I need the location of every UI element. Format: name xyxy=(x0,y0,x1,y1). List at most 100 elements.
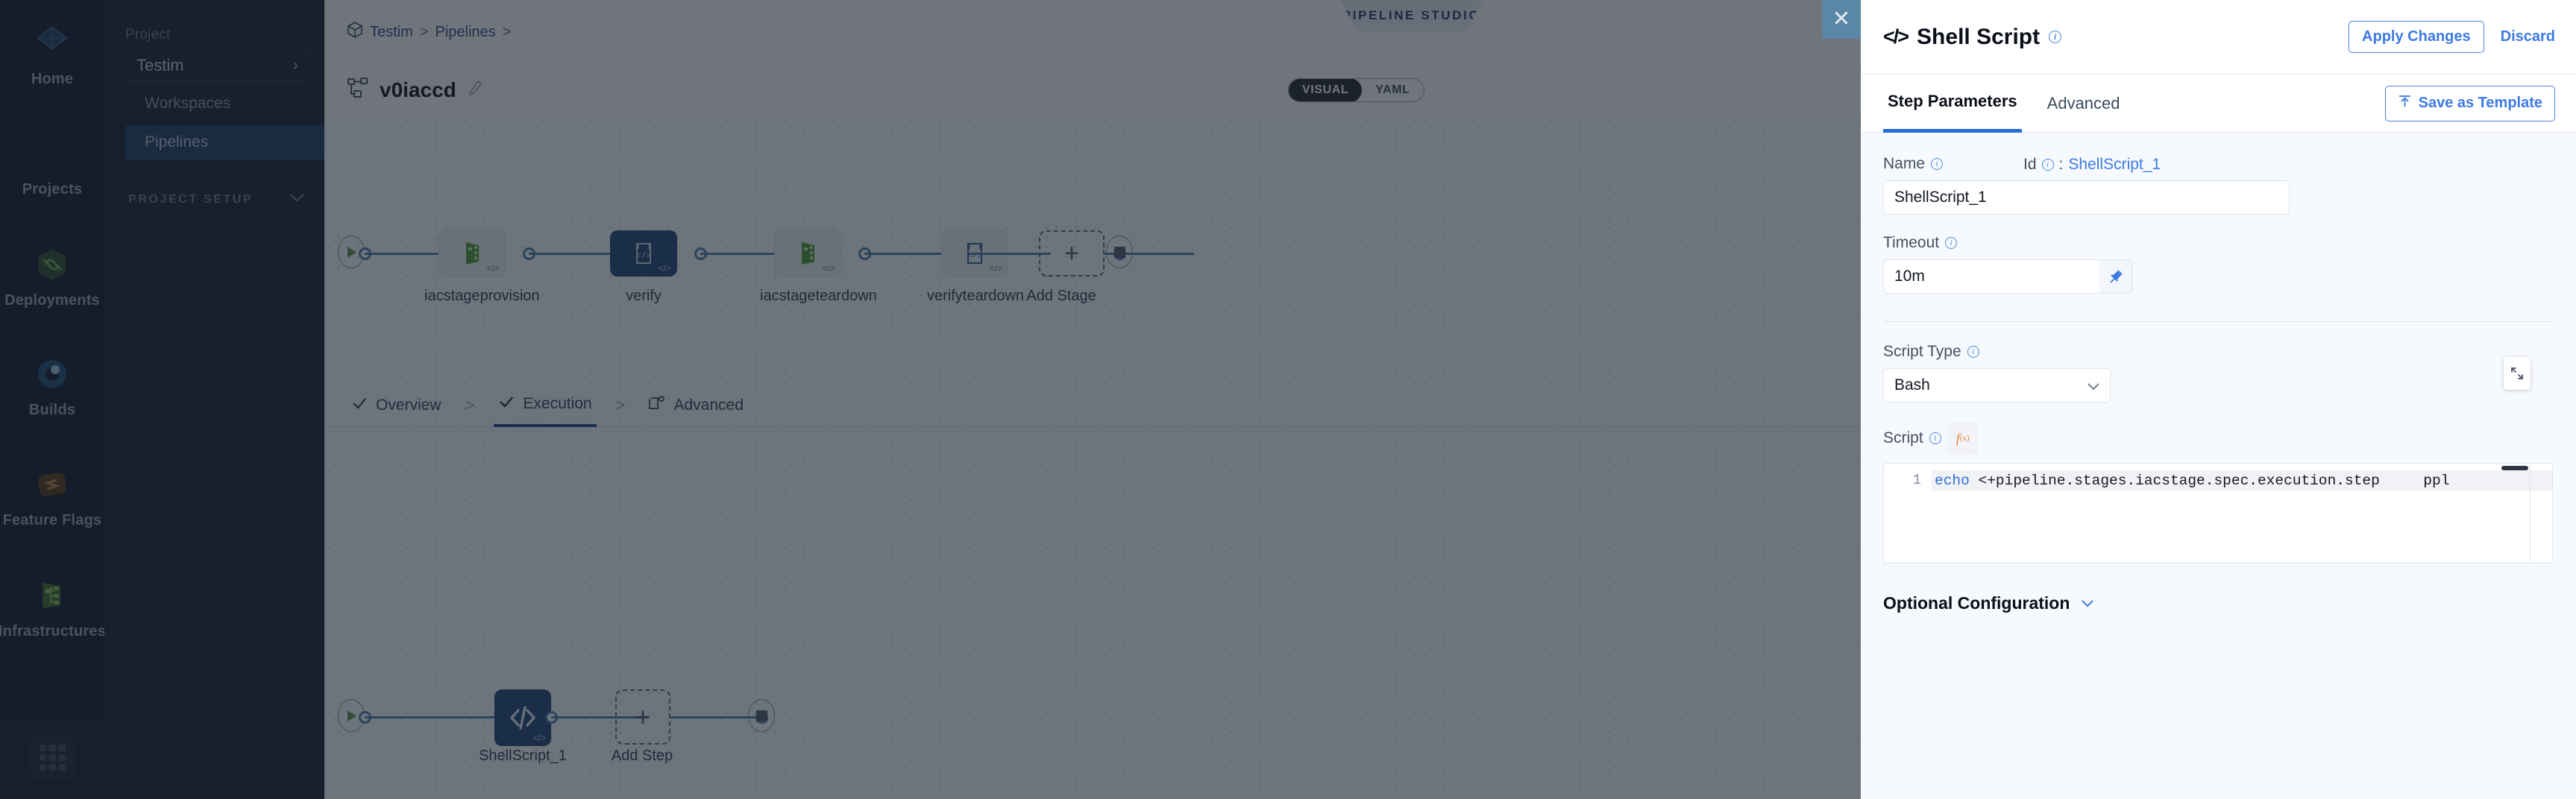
close-icon[interactable]: ✕ xyxy=(1822,0,1861,39)
execution-end-node xyxy=(748,699,775,732)
add-stage-button[interactable]: + xyxy=(1039,230,1105,277)
script-type-field-label: Script Type i xyxy=(1883,343,2554,361)
panel-title-text: Shell Script xyxy=(1917,24,2041,49)
toggle-option-visual[interactable]: VISUAL xyxy=(1289,79,1363,101)
pencil-edit-icon[interactable] xyxy=(467,79,483,101)
sidebar-item-pipelines[interactable]: Pipelines xyxy=(125,125,324,160)
tab-step-parameters[interactable]: Step Parameters xyxy=(1883,75,2022,133)
script-type-select[interactable]: Bash xyxy=(1883,368,2111,402)
page-title: v0iaccd xyxy=(347,77,483,103)
info-icon[interactable]: i xyxy=(1929,432,1941,444)
script-type-value: Bash xyxy=(1883,368,2111,402)
project-selector-value: Testim xyxy=(136,56,184,75)
feature-flags-icon xyxy=(32,464,72,505)
rail-label-feature-flags: Feature Flags xyxy=(2,512,102,528)
tab-label: Advanced xyxy=(673,396,744,414)
info-icon[interactable]: i xyxy=(1945,237,1958,249)
rail-item-infrastructures[interactable]: Infrastructures xyxy=(0,552,106,662)
id-separator: : xyxy=(2058,156,2064,173)
tab-advanced[interactable]: Advanced xyxy=(644,384,747,427)
stage-code-badge-icon: </> xyxy=(658,263,671,274)
editor-horizontal-scrollbar[interactable] xyxy=(2501,466,2528,470)
info-icon[interactable]: i xyxy=(2041,159,2054,171)
info-icon[interactable]: i xyxy=(1931,158,1944,170)
builds-gear-icon xyxy=(32,354,72,394)
project-setup-section[interactable]: PROJECT SETUP xyxy=(128,193,305,206)
id-value: ShellScript_1 xyxy=(2068,156,2161,173)
save-as-template-button[interactable]: Save as Template xyxy=(2384,85,2555,121)
breadcrumb-separator: > xyxy=(419,23,429,40)
stage-node-verify[interactable]: </> </> xyxy=(610,230,677,277)
svg-text:</>: </> xyxy=(636,252,651,261)
panel-header: </> Shell Script i Apply Changes Discard xyxy=(1861,0,2576,75)
add-step-label: Add Step xyxy=(611,748,673,764)
step-node-shellscript-1[interactable]: </> xyxy=(494,689,551,746)
tab-label: Step Parameters xyxy=(1888,92,2017,110)
timeout-input[interactable] xyxy=(1883,259,2099,294)
stage-node-iacstageteardown[interactable]: </> xyxy=(774,230,841,277)
rail-item-projects[interactable]: Projects xyxy=(0,110,104,221)
add-step-button[interactable]: + xyxy=(615,689,670,745)
name-id-row: Name i Id i : ShellScript_1 xyxy=(1883,155,2554,180)
sidebar-item-label: Pipelines xyxy=(145,133,209,151)
panel-header-actions: Apply Changes Discard xyxy=(2349,21,2555,53)
editor-code-line: echo <+pipeline.stages.iacstage.spec.exe… xyxy=(1932,470,2552,491)
editor-vertical-rule xyxy=(2530,464,2531,563)
rail-item-builds[interactable]: Builds xyxy=(0,331,104,441)
app-grid-icon[interactable] xyxy=(30,736,75,779)
add-stage-label: Add Stage xyxy=(1026,288,1096,304)
stage-label-iacstageteardown: iacstageteardown xyxy=(760,288,877,304)
step-configuration-panel: </> Shell Script i Apply Changes Discard… xyxy=(1861,0,2576,799)
project-selector[interactable]: Testim › xyxy=(125,49,310,82)
toggle-option-yaml[interactable]: YAML xyxy=(1375,83,1410,96)
advanced-gear-icon xyxy=(649,395,665,416)
editor-line-number: 1 xyxy=(1912,472,1921,488)
tab-overview[interactable]: Overview xyxy=(347,384,446,427)
breadcrumb-item-pipelines[interactable]: Pipelines xyxy=(435,23,496,40)
view-mode-toggle[interactable]: VISUAL YAML xyxy=(1288,78,1424,102)
name-label-text: Name xyxy=(1883,155,1926,172)
tab-advanced[interactable]: Advanced xyxy=(2043,75,2125,133)
rail-label-projects: Projects xyxy=(22,181,83,198)
script-code-editor[interactable]: 1 echo <+pipeline.stages.iacstage.spec.e… xyxy=(1883,463,2553,563)
stage-code-badge-icon: </> xyxy=(989,263,1002,274)
pin-icon[interactable] xyxy=(2099,259,2132,294)
rail-label-builds: Builds xyxy=(28,402,76,418)
rail-item-home[interactable]: Home xyxy=(0,0,104,110)
stage-code-badge-icon: </> xyxy=(822,263,835,274)
tab-separator: > xyxy=(465,395,475,414)
code-keyword: echo xyxy=(1935,473,1970,489)
sidebar-item-label: Workspaces xyxy=(145,95,231,112)
script-field-label: Script i xyxy=(1883,429,1941,447)
pipeline-name: v0iaccd xyxy=(380,78,456,101)
info-icon[interactable]: i xyxy=(1967,346,1979,358)
expression-fx-button[interactable]: f(x) xyxy=(1947,422,1979,455)
rail-bottom-section xyxy=(0,716,104,799)
chevron-right-icon: › xyxy=(293,57,298,74)
info-icon[interactable]: i xyxy=(2049,31,2062,43)
stage-node-iacstageprovision[interactable]: </> xyxy=(439,230,506,277)
optional-configuration-toggle[interactable]: Optional Configuration xyxy=(1883,593,2554,613)
script-label-text: Script xyxy=(1883,429,1923,446)
step-code-badge-icon: </> xyxy=(533,733,546,743)
name-input[interactable] xyxy=(1883,180,2290,215)
stage-label-iacstageprovision: iacstageprovision xyxy=(424,288,540,304)
discard-button[interactable]: Discard xyxy=(2500,28,2555,45)
check-icon xyxy=(351,396,368,415)
script-field-header: Script i f(x) xyxy=(1883,422,2554,455)
tab-label: Execution xyxy=(523,394,592,412)
apply-changes-button[interactable]: Apply Changes xyxy=(2349,21,2484,53)
optional-configuration-label: Optional Configuration xyxy=(1883,593,2070,613)
breadcrumb-item-project[interactable]: Testim xyxy=(370,23,413,40)
chevron-down-icon xyxy=(2080,595,2095,613)
rail-item-feature-flags[interactable]: Feature Flags xyxy=(0,441,104,552)
rail-item-deployments[interactable]: Deployments xyxy=(0,221,104,331)
expand-icon[interactable] xyxy=(2504,357,2531,390)
save-as-template-label: Save as Template xyxy=(2418,95,2542,111)
tab-execution[interactable]: Execution xyxy=(494,384,597,427)
panel-body: Name i Id i : ShellScript_1 Timeout i S xyxy=(1861,133,2576,799)
sidebar-item-workspaces[interactable]: Workspaces xyxy=(125,86,324,121)
panel-tabs: Step Parameters Advanced Save as Templat… xyxy=(1861,75,2576,133)
pipeline-graph-icon xyxy=(347,77,369,103)
home-cube-icon xyxy=(32,23,72,63)
